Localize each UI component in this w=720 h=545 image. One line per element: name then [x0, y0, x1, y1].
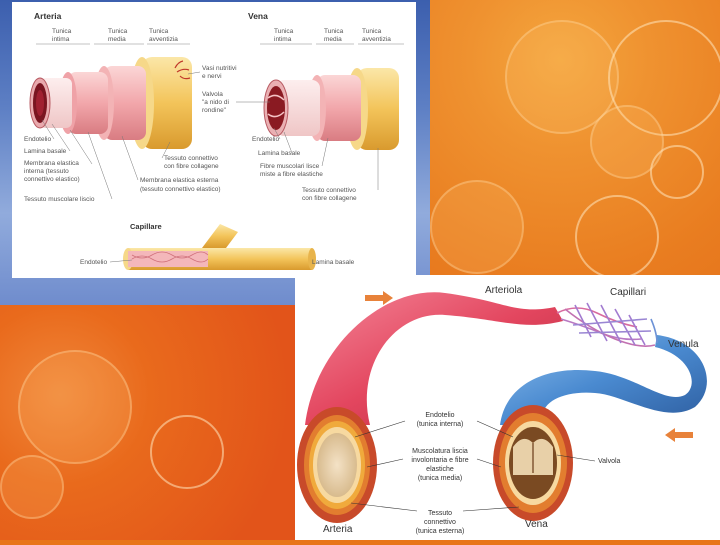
decor-bubble [575, 195, 659, 279]
label-membrana-interna: Membrana elastica [24, 160, 79, 167]
vein-illustration [263, 68, 399, 150]
artery-title: Arteria [34, 11, 62, 21]
artery-layer-media: Tunica [108, 28, 128, 35]
svg-text:"a nido di: "a nido di [202, 99, 229, 106]
label-valvola: Valvola [598, 458, 621, 465]
circulation-diagram: Arteriola Capillari Venula Arteria Vena … [295, 275, 720, 540]
label-capillari: Capillari [610, 287, 646, 298]
svg-text:connettivo elastico): connettivo elastico) [24, 176, 80, 183]
svg-text:intima: intima [274, 36, 292, 43]
svg-text:miste a fibre elastiche: miste a fibre elastiche [260, 171, 323, 178]
label-capillary-endotelio: Endotelio [80, 259, 107, 266]
svg-text:media: media [108, 36, 126, 43]
label-vein-lamina: Lamina basale [258, 150, 301, 157]
decor-bubble [18, 350, 132, 464]
svg-text:avventizia: avventizia [149, 36, 178, 43]
svg-text:rondine": rondine" [202, 107, 227, 114]
label-fibre-muscolari: Fibre muscolari lisce [260, 163, 320, 170]
label-vein-endotelio: Endotelio [252, 136, 279, 143]
artery-illustration [29, 57, 192, 149]
svg-text:involontaria e fibre: involontaria e fibre [411, 457, 468, 464]
decor-bubble [650, 145, 704, 199]
vein-leader-lines [236, 101, 379, 190]
label-tessuto-muscolare: Tessuto muscolare liscio [24, 196, 95, 203]
svg-text:(tunica interna): (tunica interna) [417, 421, 464, 428]
vein-tube [500, 335, 707, 425]
label-artery-endotelio: Endotelio [24, 136, 51, 143]
svg-text:elastiche: elastiche [426, 466, 454, 473]
svg-text:avventizia: avventizia [362, 36, 391, 43]
label-membrana-esterna: Membrana elastica esterna [140, 177, 219, 184]
label-capillary-lamina: Lamina basale [312, 259, 355, 266]
svg-text:(tessuto connettivo elastico): (tessuto connettivo elastico) [140, 186, 221, 193]
label-valvola: Valvola [202, 91, 223, 98]
svg-text:con fibre collagene: con fibre collagene [164, 163, 219, 170]
svg-text:con fibre collagene: con fibre collagene [302, 195, 357, 202]
artery-layer-headers: Tunica intima Tunica media Tunica avvent… [52, 28, 178, 43]
label-arteria: Arteria [323, 524, 353, 535]
decor-bubble [430, 180, 524, 274]
label-artery-tessuto-connettivo: Tessuto connettivo [164, 155, 218, 162]
artery-tube [305, 292, 563, 425]
vein-cross-section [493, 405, 573, 521]
vein-title: Vena [248, 11, 268, 21]
svg-text:Tunica: Tunica [362, 28, 382, 35]
artery-layer-intima: Tunica [52, 28, 72, 35]
decor-bubble [0, 455, 64, 519]
label-artery-lamina: Lamina basale [24, 148, 67, 155]
svg-text:Tunica: Tunica [274, 28, 294, 35]
svg-text:Tunica: Tunica [324, 28, 344, 35]
svg-text:(tunica media): (tunica media) [418, 475, 462, 482]
svg-text:(tunica esterna): (tunica esterna) [416, 528, 465, 535]
label-muscolatura: Muscolatura liscia [412, 448, 468, 455]
artery-cross-section [297, 407, 377, 523]
label-vena: Vena [525, 519, 548, 530]
vein-layer-headers: Tunica intima Tunica media Tunica avvent… [274, 28, 391, 43]
capillary-illustration [123, 224, 316, 270]
decor-bubble [608, 20, 720, 136]
svg-text:interna (tessuto: interna (tessuto [24, 168, 69, 175]
flow-arrow-right [365, 291, 393, 305]
svg-text:connettivo: connettivo [424, 519, 456, 526]
svg-text:e nervi: e nervi [202, 73, 222, 80]
vessel-structure-diagram: Arteria Vena Tunica intima Tunica media … [12, 2, 416, 278]
leader-lines [350, 420, 596, 512]
svg-text:intima: intima [52, 36, 70, 43]
label-venula: Venula [668, 339, 699, 350]
label-vein-tessuto-connettivo: Tessuto connettivo [302, 187, 356, 194]
label-arteriola: Arteriola [485, 285, 523, 296]
capillary-title: Capillare [130, 222, 162, 231]
svg-text:media: media [324, 36, 342, 43]
capillary-network [556, 302, 658, 347]
label-endotelio: Endotelio [425, 412, 454, 419]
label-tessuto-connettivo: Tessuto [428, 510, 452, 517]
artery-layer-avventizia: Tunica [149, 28, 169, 35]
flow-arrow-left [665, 428, 693, 442]
decor-bubble [150, 415, 224, 489]
label-vasi-nutritivi: Vasi nutritivi [202, 65, 237, 72]
artery-leader-lines [41, 71, 201, 200]
